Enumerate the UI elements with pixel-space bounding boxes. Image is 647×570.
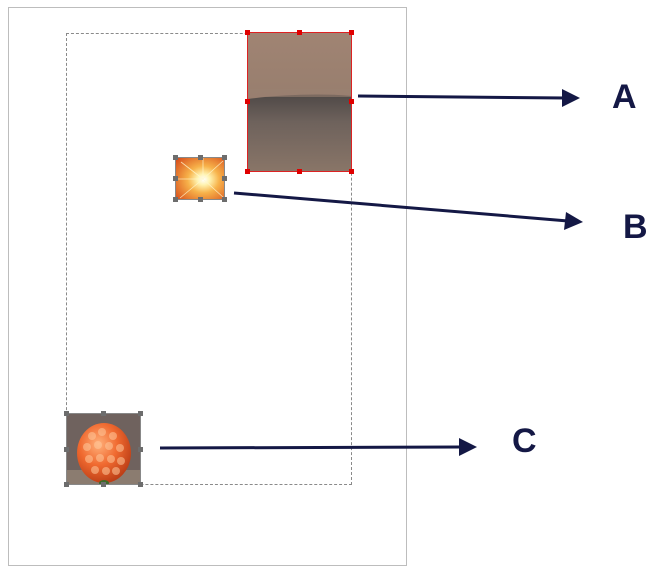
resize-handle[interactable]	[198, 155, 203, 160]
callout-label-b: B	[623, 208, 647, 246]
callout-label-c: C	[512, 422, 537, 460]
resize-handle[interactable]	[245, 99, 250, 104]
raspberry-graphic	[67, 414, 140, 484]
resize-handle[interactable]	[101, 482, 106, 487]
page-margin-guide	[66, 33, 352, 485]
arrow-c-head	[459, 438, 477, 456]
resize-handle[interactable]	[349, 99, 354, 104]
resize-handle[interactable]	[173, 155, 178, 160]
resize-handle[interactable]	[173, 197, 178, 202]
resize-handle[interactable]	[138, 482, 143, 487]
resize-handle[interactable]	[349, 169, 354, 174]
arrow-a	[357, 94, 567, 100]
resize-handle[interactable]	[222, 155, 227, 160]
resize-handle[interactable]	[101, 411, 106, 416]
resize-handle[interactable]	[64, 447, 69, 452]
arrow-c	[159, 445, 463, 450]
resize-handle[interactable]	[138, 447, 143, 452]
resize-handle[interactable]	[245, 169, 250, 174]
resize-handle[interactable]	[138, 411, 143, 416]
sunburst-graphic	[176, 158, 224, 199]
sand-texture-graphic	[248, 33, 351, 171]
callout-label-a: A	[612, 78, 637, 116]
sand-texture-image[interactable]	[247, 32, 352, 172]
resize-handle[interactable]	[222, 197, 227, 202]
resize-handle[interactable]	[198, 197, 203, 202]
resize-handle[interactable]	[297, 30, 302, 35]
resize-handle[interactable]	[349, 30, 354, 35]
arrow-b-head	[564, 212, 583, 230]
arrow-a-head	[562, 89, 580, 107]
resize-handle[interactable]	[64, 411, 69, 416]
resize-handle[interactable]	[222, 176, 227, 181]
arrow-b	[233, 191, 569, 223]
resize-handle[interactable]	[245, 30, 250, 35]
resize-handle[interactable]	[64, 482, 69, 487]
resize-handle[interactable]	[173, 176, 178, 181]
resize-handle[interactable]	[297, 169, 302, 174]
